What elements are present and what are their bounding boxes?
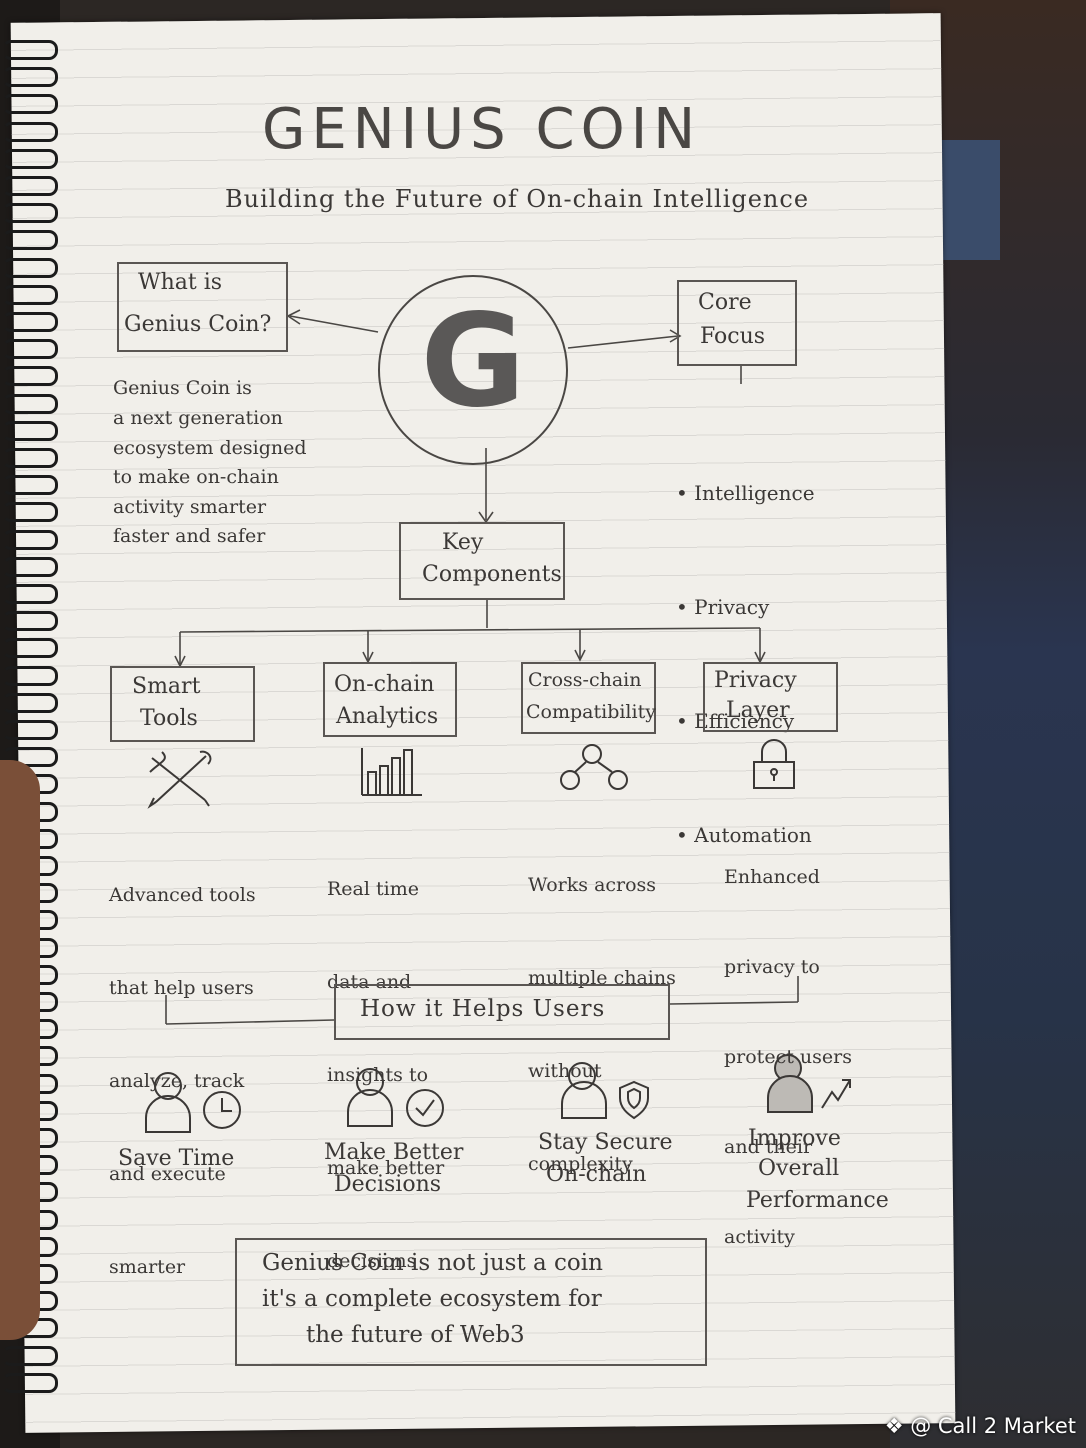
what-is-desc-5: activity smarter	[113, 496, 267, 518]
component-desc-smart-tools: Advanced tools that help users analyze, …	[109, 884, 256, 1278]
logo-letter: G	[420, 287, 526, 436]
spiral-coil	[2, 420, 58, 441]
component-desc-analytics: Real time data and insights to make bett…	[327, 878, 445, 1272]
spiral-coil	[2, 556, 58, 577]
person-trend-icon	[767, 1054, 851, 1113]
spiral-coil	[2, 40, 58, 60]
component-desc-cross-chain: Works across multiple chains without com…	[528, 874, 676, 1175]
core-focus-item: • Intelligence	[676, 481, 815, 505]
key-components-heading-line1: Key	[442, 530, 484, 555]
spiral-coil	[2, 665, 58, 686]
what-is-desc-3: ecosystem designed	[113, 437, 307, 459]
spiral-coil	[2, 67, 58, 88]
spiral-coil	[2, 312, 58, 332]
network-icon	[560, 744, 628, 790]
component-title2: Compatibility	[526, 701, 656, 723]
spiral-coil	[2, 584, 58, 604]
spiral-coil	[2, 529, 58, 550]
spiral-coil	[2, 692, 58, 713]
benefit-label: Make Better	[324, 1140, 464, 1165]
bar-chart-icon	[361, 748, 422, 796]
spiral-coil	[2, 339, 58, 360]
spiral-coil	[2, 230, 58, 251]
spiral-coil	[2, 448, 58, 468]
core-focus-item: • Privacy	[676, 595, 770, 619]
spiral-coil	[2, 611, 58, 632]
spiral-coil	[2, 1345, 58, 1366]
what-is-heading-line2: Genius Coin?	[124, 312, 272, 337]
spiral-coil	[2, 393, 58, 414]
hand	[0, 760, 40, 1340]
benefit-label: Improve	[748, 1126, 841, 1151]
core-focus-item: • Efficiency	[676, 709, 795, 733]
what-is-heading-line1: What is	[138, 270, 223, 295]
component-box-privacy	[703, 662, 838, 732]
what-is-desc-1: Genius Coin is	[113, 377, 252, 399]
page-subtitle: Building the Future of On-chain Intellig…	[225, 185, 810, 213]
spiral-coil	[2, 366, 58, 387]
key-components-box	[399, 522, 565, 600]
spiral-coil	[2, 94, 58, 115]
component-box-smart-tools	[110, 666, 255, 742]
conclusion-line1: Genius Coin is not just a coin	[262, 1250, 603, 1276]
spiral-coil	[2, 284, 58, 305]
component-title1: On-chain	[334, 672, 435, 697]
key-components-heading-line2: Components	[422, 562, 562, 587]
person-clock-icon	[145, 1072, 241, 1133]
spiral-coil	[2, 148, 58, 169]
what-is-desc-2: a next generation	[113, 407, 283, 429]
lock-icon	[753, 739, 795, 789]
component-box-analytics	[323, 662, 457, 737]
what-is-desc-4: to make on-chain	[113, 466, 279, 488]
spiral-coil	[2, 257, 58, 278]
what-is-desc-6: faster and safer	[113, 525, 266, 547]
benefit-label: Stay Secure	[538, 1130, 673, 1155]
page-title: GENIUS COIN	[262, 97, 702, 162]
how-it-helps-heading: How it Helps Users	[360, 996, 606, 1022]
core-focus-heading-line1: Core	[698, 290, 752, 315]
conclusion-line2: it's a complete ecosystem for	[262, 1286, 602, 1312]
core-focus-heading-line2: Focus	[700, 324, 766, 349]
core-focus-item: • Automation	[676, 823, 812, 847]
person-shield-icon	[561, 1062, 649, 1120]
component-title2: Tools	[140, 706, 198, 731]
component-title1: Smart	[132, 674, 201, 699]
component-title1: Privacy	[714, 668, 797, 693]
what-is-box	[117, 262, 288, 352]
binance-icon: ❖	[884, 1414, 904, 1438]
spiral-coil	[2, 1372, 58, 1393]
benefit-label-line3: Performance	[746, 1188, 889, 1213]
benefit-label-line2: On-chain	[546, 1162, 647, 1187]
conclusion-line3: the future of Web3	[306, 1322, 525, 1348]
spiral-coil	[2, 176, 58, 196]
component-title2: Layer	[726, 698, 790, 723]
core-focus-list: • Intelligence • Privacy • Efficiency • …	[676, 398, 815, 892]
spiral-coil	[2, 475, 58, 496]
spiral-coil	[2, 720, 58, 740]
spiral-coil	[2, 638, 58, 659]
component-box-cross-chain	[521, 662, 656, 734]
watermark: ❖ @ Call 2 Market	[885, 1414, 1076, 1438]
conclusion-box	[235, 1238, 707, 1366]
component-title1: Cross-chain	[528, 669, 642, 691]
component-title2: Analytics	[336, 704, 439, 729]
how-it-helps-box	[334, 984, 670, 1040]
spiral-coil	[2, 747, 58, 768]
core-focus-box	[677, 280, 797, 366]
watermark-text: @ Call 2 Market	[910, 1414, 1076, 1438]
benefit-label-line2: Decisions	[334, 1172, 442, 1197]
component-desc-privacy: Enhanced privacy to protect users and th…	[724, 866, 852, 1248]
tools-icon	[147, 750, 212, 809]
person-check-icon	[347, 1068, 444, 1127]
spiral-coil	[2, 203, 58, 224]
benefit-label: Save Time	[118, 1146, 235, 1171]
spiral-coil	[2, 502, 58, 523]
genius-coin-logo: G	[378, 275, 568, 465]
spiral-coil	[2, 121, 58, 142]
benefit-label-line2: Overall	[758, 1156, 840, 1181]
